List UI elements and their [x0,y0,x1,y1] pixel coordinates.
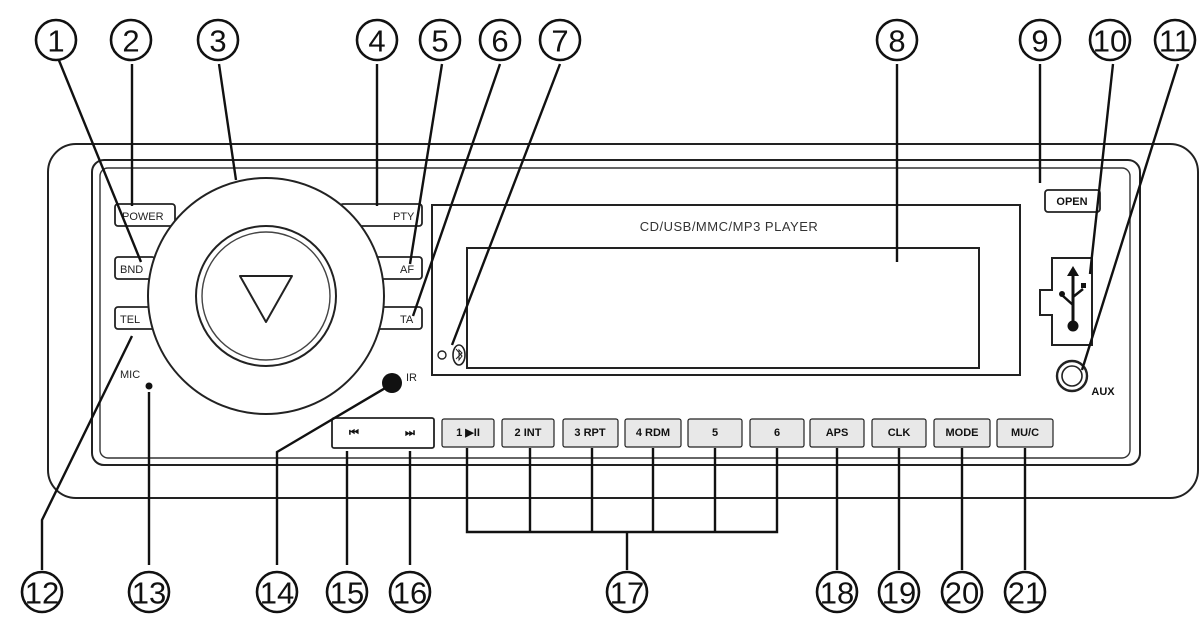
callout-7: 7 [538,18,582,62]
preset-6-button[interactable]: 6 [749,418,805,448]
display-led [437,350,447,360]
callout-4-number: 4 [368,24,385,59]
clk-label: CLK [888,427,911,439]
mode-label: MODE [946,427,979,439]
callout-3-number: 3 [209,24,226,59]
pty-label: PTY [393,211,415,223]
callout-11: 11 [1153,18,1197,62]
mode-button[interactable]: MODE [933,418,991,448]
seek-prev-label: ⏮ [349,427,359,439]
callout-16-number: 16 [393,576,427,611]
mute-clear-label: MU/C [1011,427,1039,439]
preset-1-button[interactable]: 1 ▶II [441,418,495,448]
mic-hole [145,382,153,390]
ta-label: TA [400,314,414,326]
front-panel-inner [99,167,1131,459]
callout-11-number: 11 [1159,24,1191,59]
callout-1-number: 1 [47,24,64,59]
clk-button[interactable]: CLK [871,418,927,448]
callout-13: 13 [127,570,171,614]
preset-5-button[interactable]: 5 [687,418,743,448]
callout-5-number: 5 [431,24,448,59]
callout-21-number: 21 [1008,576,1042,611]
callout-7-number: 7 [551,24,568,59]
preset-5-label: 5 [712,427,718,439]
preset-4-button[interactable]: 4 RDM [624,418,682,448]
open-label: OPEN [1056,196,1087,208]
leader-lines [40,57,1180,570]
aps-label: APS [826,427,849,439]
mute-clear-button[interactable]: MU/C [996,418,1054,448]
bnd-button[interactable]: BND [114,256,156,280]
callout-8: 8 [875,18,919,62]
preset-4-label: 4 RDM [636,427,670,439]
callout-12-number: 12 [25,576,59,611]
preset-6-label: 6 [774,427,780,439]
lcd-display [466,247,980,369]
bluetooth-icon [452,344,466,366]
front-panel [91,159,1141,466]
pty-button[interactable]: PTY [339,203,423,227]
callout-14-number: 14 [260,576,294,611]
usb-icon [1059,266,1086,332]
callout-9: 9 [1018,18,1062,62]
outer-housing [47,143,1199,499]
callout-10-number: 10 [1093,24,1127,59]
af-label: AF [400,264,414,276]
display-frame [431,204,1021,376]
aps-button[interactable]: APS [809,418,865,448]
callout-4: 4 [355,18,399,62]
seek-next-label: ⏭ [405,427,415,439]
mic-label: MIC [120,369,140,381]
bnd-label: BND [120,264,143,276]
aux-jack-inner [1061,365,1083,387]
ir-sensor [382,373,402,393]
eject-triangle-icon [239,275,293,323]
callout-20: 20 [940,570,984,614]
callout-13-number: 13 [132,576,166,611]
callout-17-number: 17 [610,576,644,611]
preset-1-label: 1 ▶II [456,427,480,439]
callout-20-number: 20 [945,576,979,611]
seek-bar-frame [331,417,435,449]
callout-10: 10 [1088,18,1132,62]
callout-8-number: 8 [888,24,905,59]
power-button[interactable]: POWER [114,203,176,227]
preset-2-label: 2 INT [515,427,542,439]
open-button[interactable]: OPEN [1044,189,1101,213]
callout-21: 21 [1003,570,1047,614]
callout-2-number: 2 [122,24,139,59]
player-title: CD/USB/MMC/MP3 PLAYER [640,219,819,234]
power-label: POWER [122,211,164,223]
callout-15-number: 15 [330,576,364,611]
seek-prev-button[interactable]: ⏮ [349,427,359,439]
seek-next-button[interactable]: ⏭ [405,427,415,439]
callout-2: 2 [109,18,153,62]
callout-12: 12 [20,570,64,614]
callout-19-number: 19 [882,576,916,611]
callout-6-number: 6 [491,24,508,59]
tel-button[interactable]: TEL [114,306,156,330]
preset-3-button[interactable]: 3 RPT [562,418,619,448]
preset-2-button[interactable]: 2 INT [501,418,555,448]
preset-3-label: 3 RPT [574,427,605,439]
callout-18: 18 [815,570,859,614]
callout-1: 1 [34,18,78,62]
callout-14: 14 [255,570,299,614]
aux-label: AUX [1091,386,1115,398]
knob-ring-inner [201,231,331,361]
tel-label: TEL [120,314,140,326]
callout-3: 3 [196,18,240,62]
callout-18-number: 18 [820,576,854,611]
callout-6: 6 [478,18,522,62]
callout-19: 19 [877,570,921,614]
callout-17: 17 [605,570,649,614]
callout-16: 16 [388,570,432,614]
callout-15: 15 [325,570,369,614]
usb-port[interactable] [1039,257,1093,346]
callout-5: 5 [418,18,462,62]
ir-label: IR [406,372,417,384]
callout-9-number: 9 [1031,24,1048,59]
